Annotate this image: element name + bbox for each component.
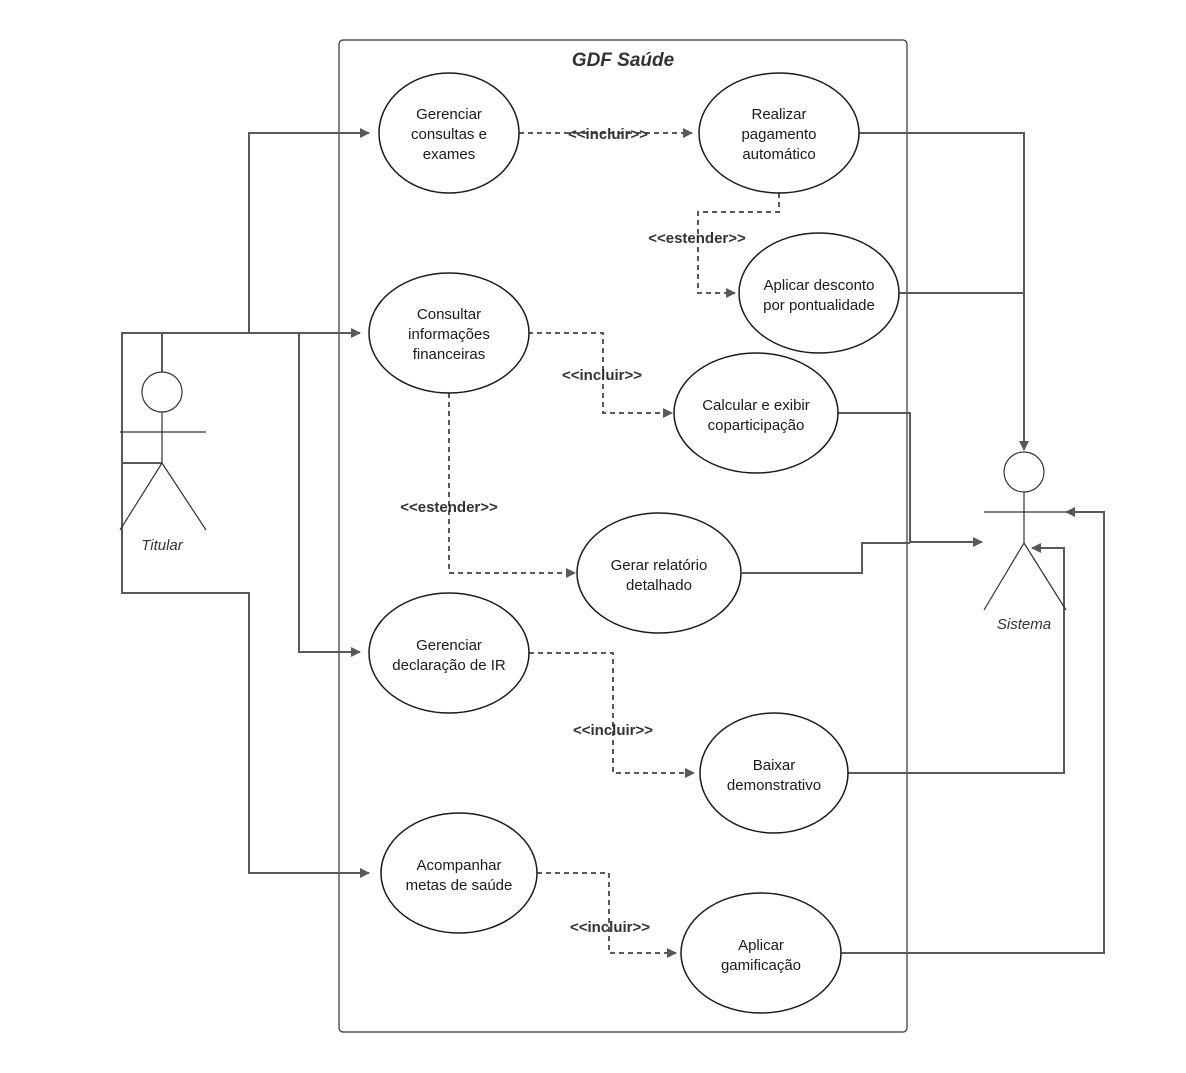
uc-line: exames <box>423 146 476 163</box>
uc-line: coparticipação <box>708 417 805 434</box>
uc-line: Consultar <box>417 306 481 323</box>
actor-right-leg <box>161 462 207 531</box>
use-case-consultar-info[interactable]: Consultar informações financeiras <box>368 272 530 394</box>
actor-titular[interactable]: Titular <box>119 371 207 554</box>
label-include-3: <<incluir>> <box>573 722 653 739</box>
system-title: GDF Saúde <box>572 50 675 71</box>
dep-extend-pagamento-desconto <box>697 193 780 298</box>
dep-include-ir-demonstrativo <box>529 652 695 778</box>
actor-sistema-name: Sistema <box>997 616 1051 633</box>
use-case-realizar-pagamento[interactable]: Realizar pagamento automático <box>698 72 860 194</box>
label-extend-2: <<estender>> <box>400 499 498 516</box>
uc-line: informações <box>408 326 490 343</box>
uc-line: por pontualidade <box>763 297 875 314</box>
label-include-1: <<incluir>> <box>568 126 648 143</box>
actor-head <box>141 371 183 413</box>
actor-left-leg <box>119 462 163 531</box>
use-case-acompanhar-metas[interactable]: Acompanhar metas de saúde <box>380 812 538 934</box>
uc-line: detalhado <box>626 577 692 594</box>
assoc-relatorio-sistema <box>742 542 910 574</box>
use-case-aplicar-gamificacao[interactable]: Aplicar gamificação <box>680 892 842 1014</box>
use-case-gerar-relatorio[interactable]: Gerar relatório detalhado <box>576 512 742 634</box>
uc-line: financeiras <box>413 346 486 363</box>
assoc-pagamento-sistema <box>859 132 1029 451</box>
uc-line: pagamento <box>741 126 816 143</box>
actor-right-leg <box>1023 542 1067 611</box>
uc-line: Realizar <box>751 106 806 123</box>
dep-extend-info-relatorio <box>448 393 576 578</box>
system-boundary <box>338 39 908 1033</box>
assoc-coparticipacao-sistema <box>838 412 983 547</box>
assoc-titular-consultas <box>162 128 370 334</box>
actor-left-leg <box>983 542 1025 611</box>
dep-include-info-coparticipacao <box>528 332 673 418</box>
uc-line: automático <box>742 146 815 163</box>
label-include-4: <<incluir>> <box>570 919 650 936</box>
uc-line: demonstrativo <box>727 777 821 794</box>
uc-line: Calcular e exibir <box>702 397 810 414</box>
use-case-baixar-demonstrativo[interactable]: Baixar demonstrativo <box>699 712 849 834</box>
actor-sistema[interactable]: Sistema <box>983 451 1067 633</box>
assoc-demonstrativo-sistema <box>848 543 1065 774</box>
use-case-gerenciar-ir[interactable]: Gerenciar declaração de IR <box>368 592 530 714</box>
uc-line: consultas e <box>411 126 487 143</box>
uc-line: Gerar relatório <box>611 557 708 574</box>
assoc-titular-metas <box>121 463 370 878</box>
actor-head <box>1003 451 1045 493</box>
uc-line: Aplicar <box>738 937 784 954</box>
label-include-2: <<incluir>> <box>562 367 642 384</box>
uc-line: Acompanhar <box>416 857 501 874</box>
use-case-aplicar-desconto[interactable]: Aplicar desconto por pontualidade <box>738 232 900 354</box>
use-case-gerenciar-consultas[interactable]: Gerenciar consultas e exames <box>378 72 520 194</box>
dep-include-metas-gamificacao <box>537 872 677 958</box>
assoc-titular-ir <box>121 332 361 657</box>
assoc-gamificacao-sistema <box>841 507 1105 954</box>
use-case-calcular-coparticipacao[interactable]: Calcular e exibir coparticipação <box>673 352 839 474</box>
uc-line: Gerenciar <box>416 106 482 123</box>
uc-line: declaração de IR <box>392 657 506 674</box>
uc-line: gamificação <box>721 957 801 974</box>
uc-line: Aplicar desconto <box>764 277 875 294</box>
uc-line: Gerenciar <box>416 637 482 654</box>
uc-line: metas de saúde <box>406 877 513 894</box>
uc-line: Baixar <box>753 757 796 774</box>
actor-titular-name: Titular <box>141 537 184 554</box>
label-extend-1: <<estender>> <box>648 230 746 247</box>
